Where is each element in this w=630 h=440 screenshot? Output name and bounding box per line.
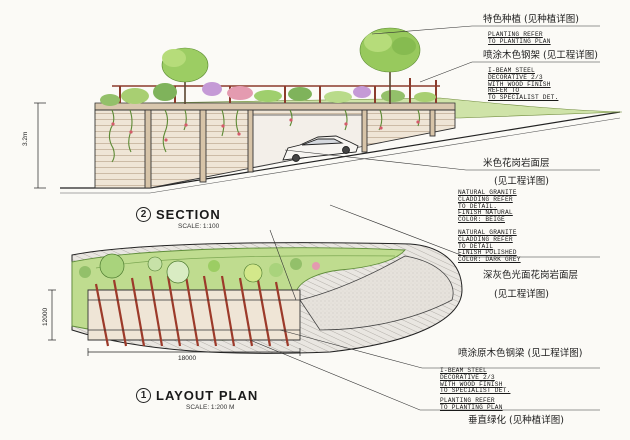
section-scale: SCALE: 1:100 <box>178 223 220 230</box>
section-drawing <box>34 27 623 194</box>
beam-label-en: I-BEAM STEEL DECORATIVE 2/3 WITH WOOD FI… <box>440 367 511 395</box>
plan-drawing <box>48 242 463 356</box>
plan-width-dimension <box>87 348 301 356</box>
section-roof-slab <box>94 102 456 111</box>
plan-scale: SCALE: 1:200 M <box>186 404 235 411</box>
section-leader-lines <box>284 25 600 258</box>
plan-title: LAYOUT PLAN <box>156 388 259 403</box>
section-height-text: 3.2m <box>22 131 29 146</box>
steel-frame-label-en: I-BEAM STEEL DECORATIVE 2/3 WITH WOOD FI… <box>488 67 559 102</box>
plan-leader-lines <box>249 229 600 411</box>
grey-granite-label-en: NATURAL GRANITE CLADDING REFER TO DETAIL… <box>458 229 521 264</box>
section-shrubs <box>100 82 436 106</box>
plan-depth-dimension <box>48 289 56 341</box>
vertical-green-label-en: PLANTING REFER TO PLANTING PLAN <box>440 397 503 411</box>
section-vines <box>108 109 421 163</box>
plan-pergola-beams <box>94 275 290 347</box>
section-tree-right <box>359 27 421 104</box>
plan-depth-text: 12000 <box>42 307 49 326</box>
grey-granite-label-cn: 深灰色光面花岗岩面层 <box>483 270 579 281</box>
plan-width-text: 18000 <box>178 355 197 362</box>
section-columns <box>144 109 436 189</box>
plan-trees <box>79 253 320 284</box>
section-flowers <box>111 118 420 142</box>
car-icon <box>282 135 359 162</box>
grey-granite-label-cn2: (见工程详图) <box>494 289 549 300</box>
steel-frame-label-cn: 喷涂木色钢架 (见工程详图) <box>483 50 598 61</box>
planting-label-cn: 特色种植 (见种植详图) <box>483 14 579 25</box>
planting-label-en: PLANTING REFER TO PLANTING PLAN <box>488 31 551 45</box>
beam-label-cn: 喷涂原木色钢梁 (见工程详图) <box>458 348 583 359</box>
section-tree-left <box>161 47 209 104</box>
beige-granite-label-cn2: (见工程详图) <box>494 176 549 187</box>
plan-ramp-curve <box>299 255 454 331</box>
section-height-dimension <box>34 102 46 189</box>
beige-granite-label-cn: 米色花岗岩面层 <box>483 158 550 169</box>
plan-number: 1 <box>136 388 151 403</box>
section-title: SECTION <box>156 207 221 222</box>
vertical-green-label-cn: 垂直绿化 (见种植详图) <box>468 415 564 426</box>
beige-granite-label-en: NATURAL GRANITE CLADDING REFER TO DETAIL… <box>458 189 517 224</box>
section-number: 2 <box>136 207 151 222</box>
